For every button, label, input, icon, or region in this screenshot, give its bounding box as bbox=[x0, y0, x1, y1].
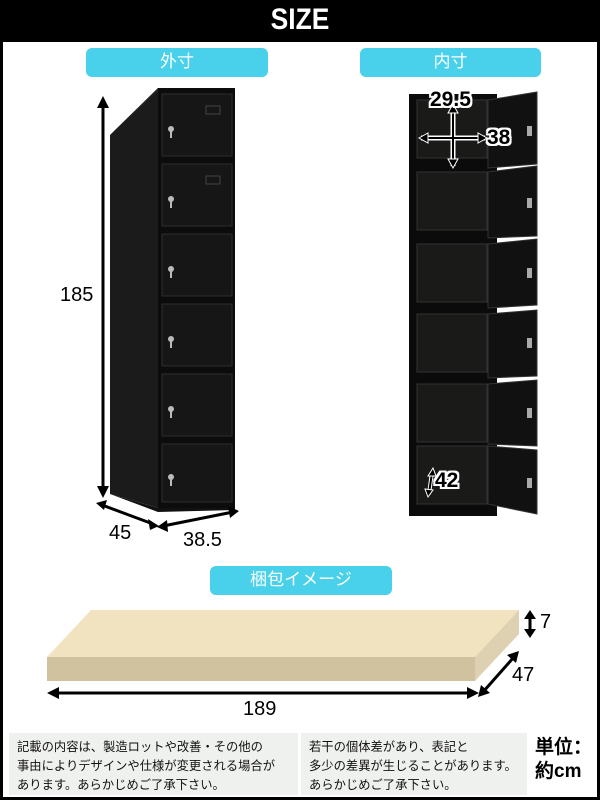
package-box-image bbox=[47, 610, 536, 699]
exterior-label: 外寸 bbox=[86, 48, 268, 77]
unit-label: 単位： 約cm bbox=[535, 736, 592, 784]
interior-width-value: 29.5 bbox=[430, 88, 471, 111]
note-line: 記載の内容は、製造ロットや改善・その他の bbox=[17, 740, 263, 754]
note-line: あらかじめご了承下さい。 bbox=[309, 778, 457, 792]
content-panel: 外寸 内寸 bbox=[3, 42, 597, 797]
exterior-depth-value: 45 bbox=[109, 522, 132, 544]
disclaimer-note-left: 記載の内容は、製造ロットや改善・その他の 事由によりデザインや仕様が変更される場… bbox=[9, 733, 298, 795]
note-line: 多少の差異が生じることがあります。 bbox=[309, 759, 517, 773]
interior-locker-image bbox=[409, 91, 538, 516]
interior-label: 内寸 bbox=[360, 48, 541, 77]
exterior-height-value: 185 bbox=[60, 284, 94, 306]
unit-line-2: 約cm bbox=[535, 761, 582, 782]
note-line: あります。あらかじめご了承下さい。 bbox=[17, 778, 225, 792]
note-line: 事由によりデザインや仕様が変更される場合が bbox=[17, 759, 275, 773]
header-bar: SIZE bbox=[0, 0, 600, 42]
interior-height-value: 42 bbox=[435, 469, 459, 492]
package-length-value: 189 bbox=[243, 698, 277, 720]
page-title: SIZE bbox=[270, 3, 330, 36]
package-depth-value: 47 bbox=[512, 664, 535, 686]
exterior-locker-image bbox=[96, 88, 239, 532]
package-height-value: 7 bbox=[540, 611, 552, 633]
unit-line-1: 単位： bbox=[535, 737, 593, 758]
disclaimer-note-right: 若干の個体差があり、表記と 多少の差異が生じることがあります。 あらかじめご了承… bbox=[301, 733, 527, 795]
note-line: 若干の個体差があり、表記と bbox=[309, 740, 469, 754]
exterior-width-value: 38.5 bbox=[183, 529, 222, 551]
interior-depth-value: 38 bbox=[487, 126, 511, 149]
package-label: 梱包イメージ bbox=[210, 566, 392, 595]
